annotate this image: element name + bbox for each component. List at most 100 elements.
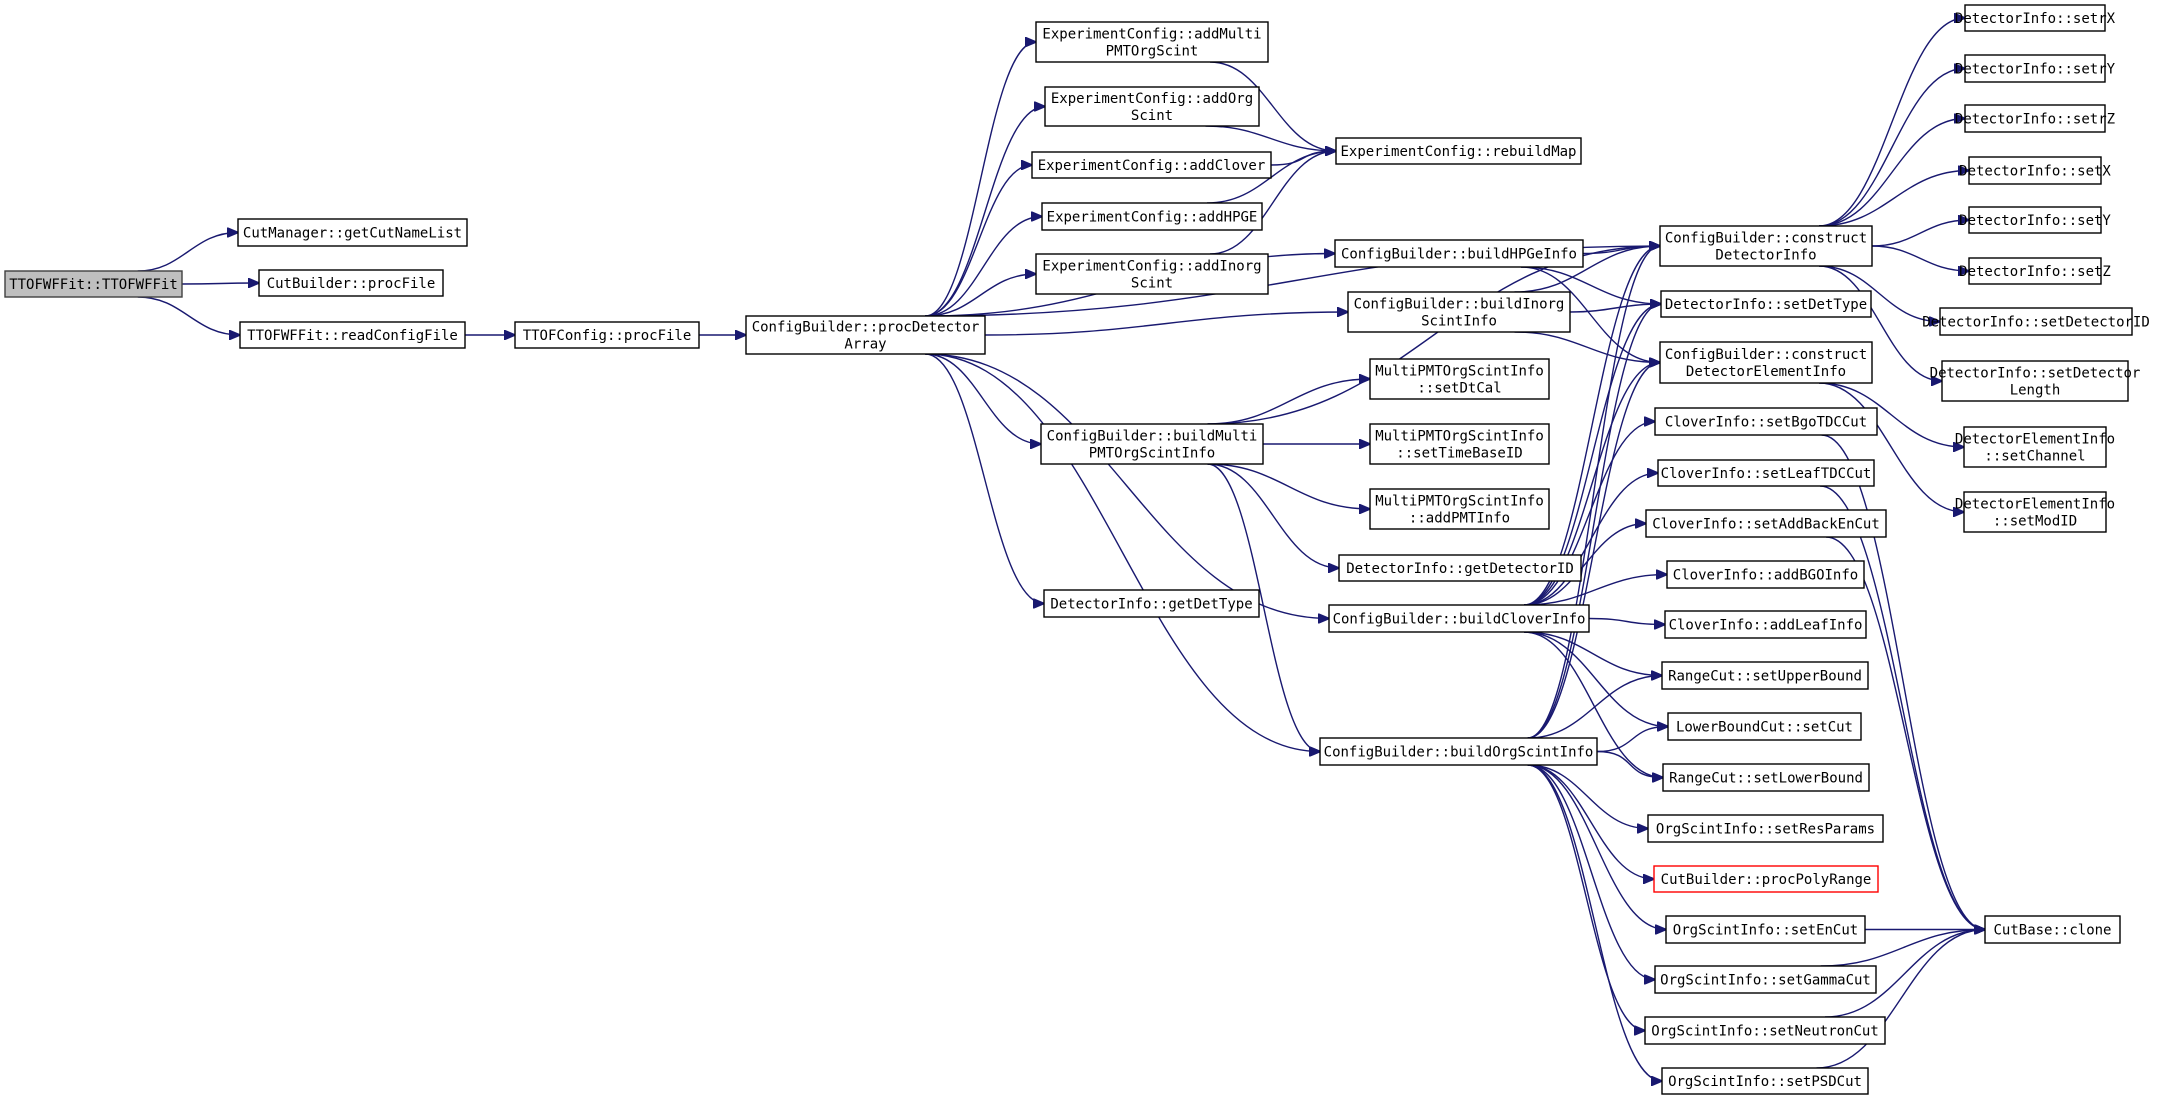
node-detelem_setchannel[interactable]: DetectorElementInfo::setChannel bbox=[1955, 426, 2115, 468]
node-label: CloverInfo::addBGOInfo bbox=[1673, 568, 1858, 584]
node-label: ConfigBuilder::buildOrgScintInfo bbox=[1324, 745, 1594, 761]
node-label: RangeCut::setLowerBound bbox=[1669, 771, 1863, 787]
node-label: DetectorInfo bbox=[1715, 248, 1816, 264]
node-label: CutBuilder::procPolyRange bbox=[1661, 872, 1872, 888]
node-configbuilder_buildhpgeinfo[interactable]: ConfigBuilder::buildHPGeInfo bbox=[1334, 239, 1584, 268]
node-multipmt_settimebaseid[interactable]: MultiPMTOrgScintInfo::setTimeBaseID bbox=[1369, 423, 1550, 465]
node-box bbox=[1664, 610, 1867, 639]
node-detinfo_setrz[interactable]: DetectorInfo::setrZ bbox=[1955, 104, 2115, 133]
node-cloverinfo_setleaftdccut[interactable]: CloverInfo::setLeafTDCCut bbox=[1657, 459, 1875, 487]
node-label: MultiPMTOrgScintInfo bbox=[1375, 429, 1544, 445]
node-label: CutBase::clone bbox=[1993, 923, 2111, 939]
node-label: Length bbox=[2010, 383, 2061, 399]
edge-configbuilder_buildmultipmtorgscintinfo-to-multipmt_addpmtinfo bbox=[1207, 463, 1371, 509]
node-detelem_setmodid[interactable]: DetectorElementInfo::setModID bbox=[1955, 491, 2115, 533]
node-configbuilder_buildorgscintinfo[interactable]: ConfigBuilder::buildOrgScintInfo bbox=[1319, 737, 1598, 766]
node-expconfig_addhpge[interactable]: ExperimentConfig::addHPGE bbox=[1041, 202, 1263, 231]
node-box bbox=[1654, 965, 1877, 994]
node-label: TTOFWFFit::readConfigFile bbox=[247, 328, 458, 344]
node-label: DetectorInfo::setDetector bbox=[1930, 366, 2141, 382]
node-cloverinfo_setaddbackencut[interactable]: CloverInfo::setAddBackEnCut bbox=[1645, 509, 1887, 538]
node-box bbox=[1963, 491, 2107, 533]
node-label: DetectorInfo::setY bbox=[1959, 213, 2111, 229]
edge-configbuilder_buildmultipmtorgscintinfo-to-multipmt_setdtcal bbox=[1207, 379, 1371, 425]
node-orgscintinfo_setgammacut[interactable]: OrgScintInfo::setGammaCut bbox=[1654, 965, 1877, 994]
node-box bbox=[1963, 426, 2107, 468]
node-label: OrgScintInfo::setNeutronCut bbox=[1651, 1024, 1879, 1040]
node-label: ExperimentConfig::rebuildMap bbox=[1340, 144, 1576, 160]
node-label: OrgScintInfo::setEnCut bbox=[1673, 923, 1858, 939]
node-detinfo_setrx[interactable]: DetectorInfo::setrX bbox=[1955, 4, 2116, 32]
node-lowerboundcut_setcut[interactable]: LowerBoundCut::setCut bbox=[1667, 712, 1862, 741]
node-detinfo_setdettype[interactable]: DetectorInfo::setDetType bbox=[1660, 290, 1872, 318]
node-cutbuilder_procpolyrange[interactable]: CutBuilder::procPolyRange bbox=[1653, 865, 1879, 893]
edge-configbuilder_procdetectorarray-to-expconfig_addhpge bbox=[925, 217, 1042, 317]
node-rangecut_setupperbound[interactable]: RangeCut::setUpperBound bbox=[1661, 661, 1869, 690]
node-box bbox=[1040, 423, 1264, 465]
edge-configbuilder_procdetectorarray-to-configbuilder_buildmultipmtorgscintinfo bbox=[925, 353, 1041, 444]
node-box bbox=[1031, 151, 1272, 179]
node-box bbox=[237, 218, 468, 247]
edge-configbuilder_buildorgscintinfo-to-orgscintinfo_setgammacut bbox=[1527, 764, 1655, 980]
node-rangecut_setlowerbound[interactable]: RangeCut::setLowerBound bbox=[1662, 763, 1870, 792]
node-multipmt_setdtcal[interactable]: MultiPMTOrgScintInfo::setDtCal bbox=[1369, 358, 1550, 400]
edge-cloverinfo_setleaftdccut-to-cutbase_clone bbox=[1819, 485, 1985, 930]
node-box bbox=[1657, 459, 1875, 487]
node-label: ::setDtCal bbox=[1417, 381, 1501, 397]
node-box bbox=[1662, 763, 1870, 792]
edge-configbuilder_procdetectorarray-to-expconfig_addinorgscint bbox=[925, 274, 1036, 317]
node-ttofconfig_procfile[interactable]: TTOFConfig::procFile bbox=[514, 321, 700, 349]
node-configbuilder_buildcloverinfo[interactable]: ConfigBuilder::buildCloverInfo bbox=[1328, 604, 1590, 633]
node-box bbox=[239, 321, 466, 349]
node-ttofwffit_ctor[interactable]: TTOFWFFit::TTOFWFFit bbox=[4, 270, 183, 298]
node-expconfig_addclover[interactable]: ExperimentConfig::addClover bbox=[1031, 151, 1272, 179]
node-box bbox=[1347, 291, 1571, 333]
node-box bbox=[1335, 137, 1582, 165]
node-detinfo_sety[interactable]: DetectorInfo::setY bbox=[1959, 206, 2111, 234]
node-detinfo_setx[interactable]: DetectorInfo::setX bbox=[1959, 156, 2111, 185]
edge-ttofwffit_ctor-to-cutmanager_getcutnamelist bbox=[137, 233, 238, 272]
node-orgscintinfo_setencut[interactable]: OrgScintInfo::setEnCut bbox=[1665, 915, 1866, 944]
node-detinfo_getdettype[interactable]: DetectorInfo::getDetType bbox=[1043, 589, 1260, 618]
node-detinfo_getdetectorid[interactable]: DetectorInfo::getDetectorID bbox=[1338, 554, 1582, 582]
node-cloverinfo_setbgotdccut[interactable]: CloverInfo::setBgoTDCCut bbox=[1654, 407, 1878, 436]
node-ttofwffit_readconfigfile[interactable]: TTOFWFFit::readConfigFile bbox=[239, 321, 466, 349]
node-label: CloverInfo::addLeafInfo bbox=[1669, 618, 1863, 634]
node-label: DetectorInfo::setrY bbox=[1955, 62, 2116, 78]
edge-configbuilder_buildorgscintinfo-to-configbuilder_constructdetectorinfo bbox=[1527, 246, 1660, 739]
node-detinfo_setdetectorid[interactable]: DetectorInfo::setDetectorID bbox=[1922, 307, 2150, 336]
node-box bbox=[1338, 554, 1582, 582]
node-orgscintinfo_setneutroncut[interactable]: OrgScintInfo::setNeutronCut bbox=[1644, 1016, 1886, 1045]
node-box bbox=[1334, 239, 1584, 268]
edge-configbuilder_buildinorgscintinfo-to-configbuilder_constructdetectorinfo bbox=[1514, 246, 1661, 293]
edge-configbuilder_constructdetectorinfo-to-detinfo_setrx bbox=[1818, 18, 1965, 227]
node-label: DetectorInfo::getDetType bbox=[1050, 597, 1252, 613]
node-configbuilder_constructdetectorelementinfo[interactable]: ConfigBuilder::constructDetectorElementI… bbox=[1659, 341, 1873, 384]
edge-configbuilder_buildorgscintinfo-to-orgscintinfo_setneutroncut bbox=[1527, 764, 1645, 1031]
node-detinfo_setz[interactable]: DetectorInfo::setZ bbox=[1959, 257, 2111, 285]
node-orgscintinfo_setpsdcut[interactable]: OrgScintInfo::setPSDCut bbox=[1661, 1067, 1869, 1095]
node-label: DetectorInfo::setrX bbox=[1955, 11, 2116, 27]
edge-configbuilder_procdetectorarray-to-expconfig_addclover bbox=[925, 165, 1032, 317]
node-cutbase_clone[interactable]: CutBase::clone bbox=[1984, 915, 2121, 944]
node-detinfo_setry[interactable]: DetectorInfo::setrY bbox=[1955, 54, 2116, 83]
node-cloverinfo_addleafinfo[interactable]: CloverInfo::addLeafInfo bbox=[1664, 610, 1867, 639]
edge-configbuilder_buildorgscintinfo-to-configbuilder_constructdetectorelementinfo bbox=[1527, 363, 1660, 739]
node-cloverinfo_addbgoinfo[interactable]: CloverInfo::addBGOInfo bbox=[1666, 560, 1865, 589]
node-cutmanager_getcutnamelist[interactable]: CutManager::getCutNameList bbox=[237, 218, 468, 247]
edge-configbuilder_buildcloverinfo-to-rangecut_setupperbound bbox=[1523, 631, 1662, 676]
node-multipmt_addpmtinfo[interactable]: MultiPMTOrgScintInfo::addPMTInfo bbox=[1369, 488, 1550, 530]
node-orgscintinfo_setresparams[interactable]: OrgScintInfo::setResParams bbox=[1647, 814, 1884, 843]
node-label: ::setTimeBaseID bbox=[1396, 446, 1522, 462]
node-expconfig_rebuildmap[interactable]: ExperimentConfig::rebuildMap bbox=[1335, 137, 1582, 165]
node-box bbox=[1035, 21, 1269, 63]
node-cutbuilder_procfile[interactable]: CutBuilder::procFile bbox=[258, 269, 444, 297]
